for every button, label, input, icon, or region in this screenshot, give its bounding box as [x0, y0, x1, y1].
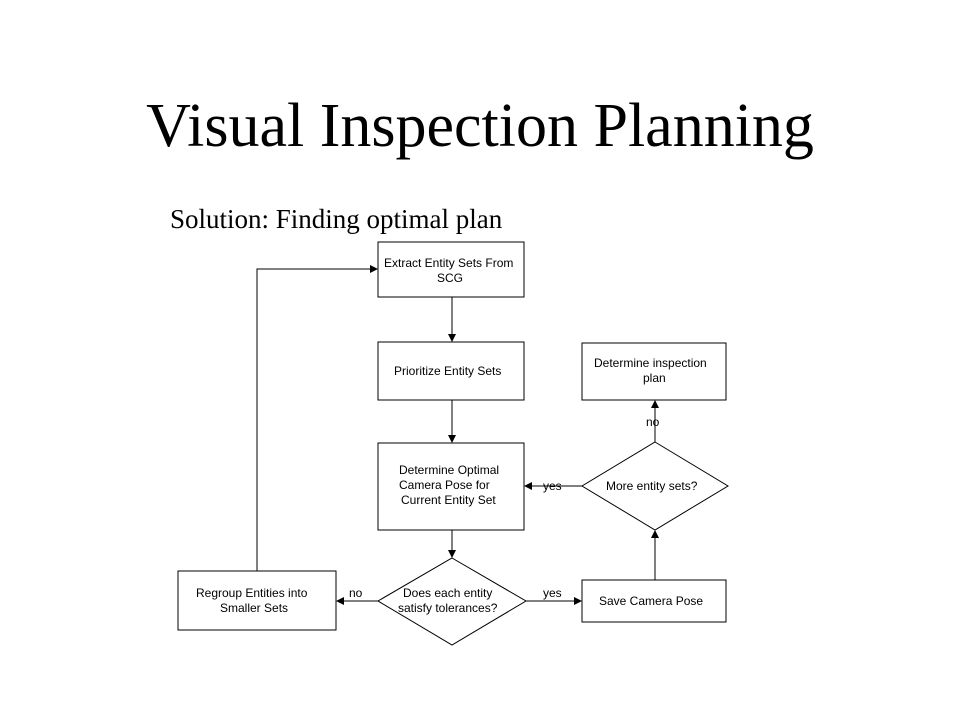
- decision-tolerances-line-2: satisfy tolerances?: [398, 601, 498, 615]
- arrowhead: [651, 530, 659, 538]
- node-optimal-pose: Determine Optimal Camera Pose for Curren…: [377, 442, 525, 531]
- arrowhead: [448, 550, 456, 558]
- slide-title: Visual Inspection Planning: [146, 92, 814, 160]
- node-optimal-pose-line-3: Current Entity Set: [401, 493, 496, 507]
- edge-regroup-to-extract: [256, 268, 370, 571]
- arrowhead: [524, 482, 532, 490]
- slide-subtitle: Solution: Finding optimal plan: [170, 204, 503, 234]
- edge-label-more-sets-no: no: [646, 415, 660, 429]
- node-prioritize-line-1: Prioritize Entity Sets: [394, 364, 501, 378]
- edge-label-more-sets-yes: yes: [543, 479, 562, 493]
- node-regroup-line-2: Smaller Sets: [220, 601, 288, 615]
- arrowhead: [370, 265, 378, 273]
- arrowhead: [574, 597, 582, 605]
- arrowhead: [448, 435, 456, 443]
- node-regroup-line-1: Regroup Entities into: [196, 586, 308, 600]
- node-prioritize: Prioritize Entity Sets: [377, 341, 525, 401]
- decision-tolerances-line-1: Does each entity: [403, 586, 492, 600]
- arrowhead: [448, 334, 456, 342]
- decision-more-sets-line-1: More entity sets?: [606, 479, 698, 493]
- node-extract-line-2: SCG: [437, 271, 463, 285]
- node-regroup: Regroup Entities into Smaller Sets: [177, 570, 337, 631]
- node-save-pose: Save Camera Pose: [581, 579, 727, 623]
- decision-tolerances: Does each entity satisfy tolerances?: [377, 557, 527, 646]
- decision-more-sets: More entity sets?: [581, 441, 729, 531]
- node-extract-line-1: Extract Entity Sets From: [384, 256, 513, 270]
- node-optimal-pose-line-1: Determine Optimal: [399, 463, 499, 477]
- arrowhead: [336, 597, 344, 605]
- arrowhead: [651, 400, 659, 408]
- edge-label-tolerances-no: no: [349, 586, 363, 600]
- node-inspection-plan-line-1: Determine inspection: [594, 356, 707, 370]
- node-extract: Extract Entity Sets From SCG: [377, 241, 525, 298]
- node-save-pose-line-1: Save Camera Pose: [599, 594, 703, 608]
- edge-label-tolerances-yes: yes: [543, 586, 562, 600]
- connectors: [256, 265, 659, 605]
- node-inspection-plan-line-2: plan: [643, 371, 666, 385]
- node-inspection-plan: Determine inspection plan: [581, 342, 727, 401]
- node-optimal-pose-line-2: Camera Pose for: [399, 478, 490, 492]
